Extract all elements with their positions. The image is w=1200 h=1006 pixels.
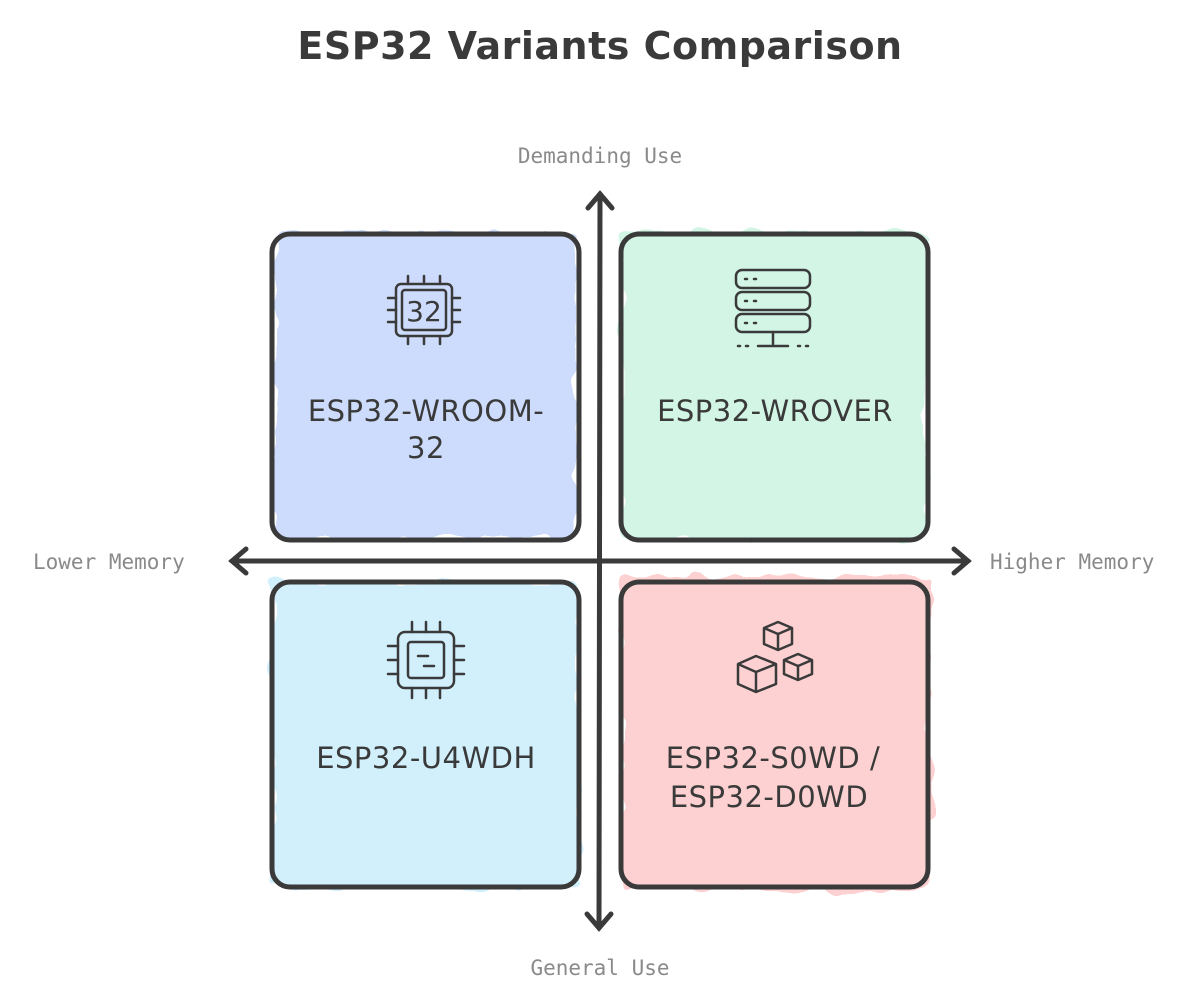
quadrant-top-right: ESP32-WROVER (618, 231, 931, 543)
quadrant-bottom-left-fill (272, 582, 578, 888)
quadrant-top-left-box (269, 231, 582, 543)
processor-icon (386, 620, 466, 700)
axis-label-right: Higher Memory (990, 550, 1155, 574)
arrow-down-icon (584, 911, 614, 932)
arrow-left-icon (228, 546, 249, 576)
boxes-icon (736, 620, 814, 694)
server-icon (734, 268, 812, 348)
axis-label-bottom: General Use (530, 956, 670, 980)
quadrant-bottom-left: ESP32-U4WDH (269, 579, 582, 890)
arrow-up-icon (585, 190, 615, 211)
quadrant-bottom-right-label-line-1: ESP32-S0WD / (666, 741, 880, 775)
diagram-title: ESP32 Variants Comparison (297, 24, 903, 68)
chip-32-icon-text: 32 (406, 295, 442, 328)
quadrant-top-right-label-line-1: ESP32-WROVER (657, 394, 893, 428)
quadrant-top-left-fill (276, 232, 576, 538)
axis-label-top: Demanding Use (517, 144, 683, 168)
quadrant-bottom-right-label-line-2: ESP32-D0WD (670, 780, 868, 814)
quadrant-top-right-fill (622, 232, 926, 540)
quadrant-top-right-box (618, 231, 931, 543)
quadrant-bottom-left-box (269, 579, 582, 890)
quadrant-top-left: 32 ESP32-WROOM- 32 (269, 231, 582, 543)
arrow-right-icon (951, 546, 972, 576)
axis-label-left: Lower Memory (33, 550, 185, 574)
quadrant-bottom-right-fill (622, 576, 930, 890)
quadrant-bottom-left-label-line-1: ESP32-U4WDH (316, 741, 536, 775)
quadrant-bottom-right: ESP32-S0WD / ESP32-D0WD (618, 576, 931, 890)
quadrant-bottom-right-box (618, 579, 931, 890)
quadrant-top-left-label-line-2: 32 (407, 431, 445, 465)
axes (228, 190, 972, 932)
chip-32-icon: 32 (386, 274, 462, 346)
quadrant-top-left-label-line-1: ESP32-WROOM- (308, 394, 544, 428)
